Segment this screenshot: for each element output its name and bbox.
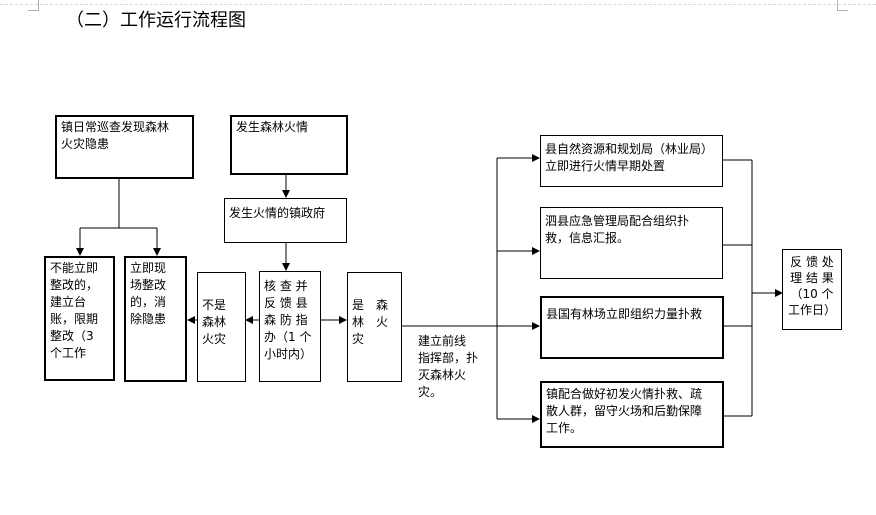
front-command-label: 建立前线 指挥部，扑 灭森林火 灾。 — [418, 334, 479, 399]
patrol-discovery-box: 镇日常巡查发现森林 火灾隐患 — [55, 115, 194, 179]
natural-resources-bureau-box: 县自然资源和规划局（林业局） 立即进行火情早期处置 — [540, 135, 723, 187]
state-forest-farm-box: 县国有林场立即组织力量扑救 — [540, 296, 724, 359]
cannot-fix-now-box: 不能立即 整改的， 建立台 账，限期 整改（3 个工作 — [44, 256, 115, 381]
fix-now-box: 立即现 场整改 的，消 除隐患 — [124, 256, 187, 382]
crop-mark-right — [837, 0, 848, 11]
town-government-box: 发生火情的镇政府 — [224, 198, 347, 243]
not-forest-fire-box: 不是 森林 火灾 — [197, 272, 246, 382]
page-title: （二）工作运行流程图 — [66, 10, 246, 31]
is-forest-fire-box: 是 森 林 火 灾 — [347, 272, 402, 382]
verify-report-box: 核 查 并 反 馈 县 森 防 指 办（1 个 小时内） — [259, 271, 321, 382]
feedback-result-box: 反 馈 处 理 结 果 （10 个 工作日） — [782, 249, 842, 330]
header-divider — [0, 4, 876, 5]
town-support-box: 镇配合做好初发火情扑救、疏 散人群，留守火场和后勤保障 工作。 — [540, 381, 724, 448]
emergency-bureau-box: 泗县应急管理局配合组织扑 救，信息汇报。 — [540, 207, 723, 279]
crop-mark-left — [28, 0, 39, 11]
fire-occurs-box: 发生森林火情 — [230, 115, 348, 175]
